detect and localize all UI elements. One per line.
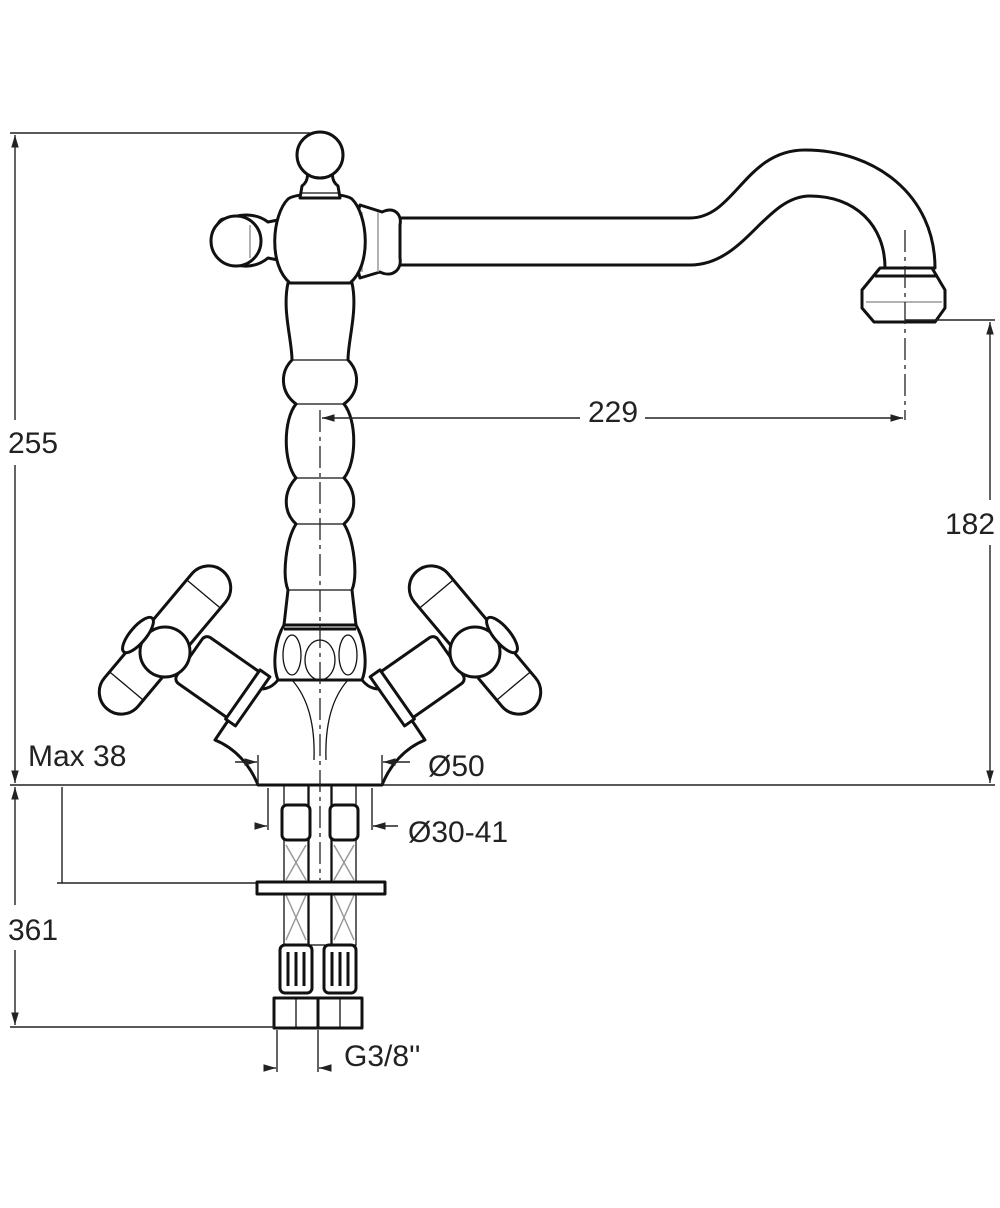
dimension-lines [10, 132, 995, 1072]
dim-hose-length: 361 [8, 914, 58, 947]
dim-spout-reach: 229 [588, 396, 638, 429]
side-knob [209, 214, 263, 268]
left-handle[interactable] [90, 557, 272, 728]
dim-hole-diameter: Ø30-41 [408, 816, 508, 849]
dim-connection: G3/8'' [344, 1040, 421, 1073]
mounting-plate [255, 880, 387, 896]
dim-base-diameter: Ø50 [428, 750, 485, 783]
right-handle[interactable] [368, 557, 550, 728]
faucet-head [209, 130, 402, 285]
dim-spout-height: 182 [945, 508, 995, 541]
collar [273, 623, 367, 682]
dim-total-height: 255 [8, 427, 58, 460]
supply-hoses [255, 784, 387, 1030]
spout [396, 148, 947, 324]
top-knob [295, 130, 345, 180]
dim-max-thickness: Max 38 [28, 740, 126, 773]
